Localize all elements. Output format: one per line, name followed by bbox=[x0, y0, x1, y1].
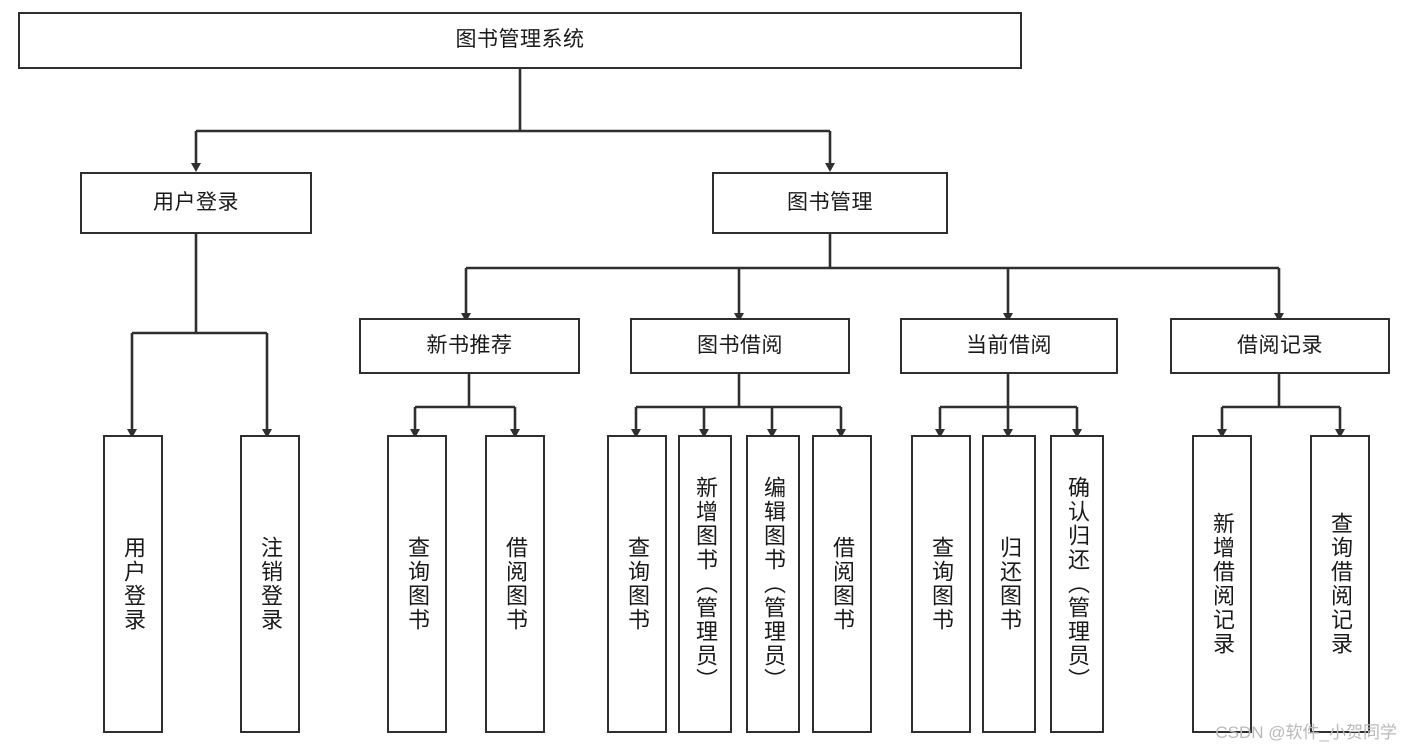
leaf-logout[interactable]: 注销登录 bbox=[240, 435, 300, 733]
leaf-borrow-book-recommend-label: 借阅图书 bbox=[502, 536, 528, 632]
leaf-return-book-label: 归还图书 bbox=[996, 536, 1022, 632]
node-root-label: 图书管理系统 bbox=[455, 28, 585, 52]
node-current-borrow-label: 当前借阅 bbox=[966, 333, 1052, 357]
leaf-add-borrow-record[interactable]: 新增借阅记录 bbox=[1192, 435, 1252, 733]
node-book-borrow-label: 图书借阅 bbox=[697, 333, 783, 357]
leaf-query-book-recommend-label: 查询图书 bbox=[404, 536, 430, 632]
leaf-query-book-borrow[interactable]: 查询图书 bbox=[607, 435, 667, 733]
leaf-query-book-recommend[interactable]: 查询图书 bbox=[387, 435, 447, 733]
node-new-book-recommend[interactable]: 新书推荐 bbox=[359, 318, 580, 374]
leaf-add-book-admin[interactable]: 新增图书（管理员） bbox=[678, 435, 732, 733]
leaf-query-borrow-record[interactable]: 查询借阅记录 bbox=[1310, 435, 1370, 733]
leaf-add-book-admin-label: 新增图书（管理员） bbox=[692, 476, 718, 692]
node-user-login-label: 用户登录 bbox=[153, 190, 239, 214]
leaf-query-borrow-record-label: 查询借阅记录 bbox=[1327, 512, 1353, 656]
leaf-query-book-current-label: 查询图书 bbox=[928, 536, 954, 632]
node-new-book-recommend-label: 新书推荐 bbox=[426, 333, 513, 357]
node-current-borrow[interactable]: 当前借阅 bbox=[900, 318, 1118, 374]
leaf-logout-label: 注销登录 bbox=[257, 536, 283, 632]
node-book-borrow[interactable]: 图书借阅 bbox=[630, 318, 850, 374]
leaf-edit-book-admin-label: 编辑图书（管理员） bbox=[760, 476, 786, 692]
leaf-confirm-return-admin-label: 确认归还（管理员） bbox=[1064, 476, 1090, 692]
leaf-return-book[interactable]: 归还图书 bbox=[982, 435, 1036, 733]
node-book-management-label: 图书管理 bbox=[787, 190, 873, 214]
csdn-watermark: CSDN @软件_小贺同学 bbox=[1215, 723, 1397, 742]
leaf-confirm-return-admin[interactable]: 确认归还（管理员） bbox=[1050, 435, 1104, 733]
node-user-login[interactable]: 用户登录 bbox=[80, 172, 312, 234]
node-root[interactable]: 图书管理系统 bbox=[18, 12, 1022, 69]
leaf-query-book-borrow-label: 查询图书 bbox=[624, 536, 650, 632]
leaf-query-book-current[interactable]: 查询图书 bbox=[911, 435, 971, 733]
node-borrow-record-label: 借阅记录 bbox=[1237, 333, 1323, 357]
leaf-borrow-book-recommend[interactable]: 借阅图书 bbox=[485, 435, 545, 733]
leaf-add-borrow-record-label: 新增借阅记录 bbox=[1209, 512, 1235, 656]
leaf-user-login-label: 用户登录 bbox=[120, 536, 146, 632]
leaf-edit-book-admin[interactable]: 编辑图书（管理员） bbox=[746, 435, 800, 733]
leaf-borrow-book[interactable]: 借阅图书 bbox=[812, 435, 872, 733]
leaf-user-login[interactable]: 用户登录 bbox=[103, 435, 163, 733]
leaf-borrow-book-label: 借阅图书 bbox=[829, 536, 855, 632]
node-book-management[interactable]: 图书管理 bbox=[712, 172, 948, 234]
node-borrow-record[interactable]: 借阅记录 bbox=[1170, 318, 1390, 374]
